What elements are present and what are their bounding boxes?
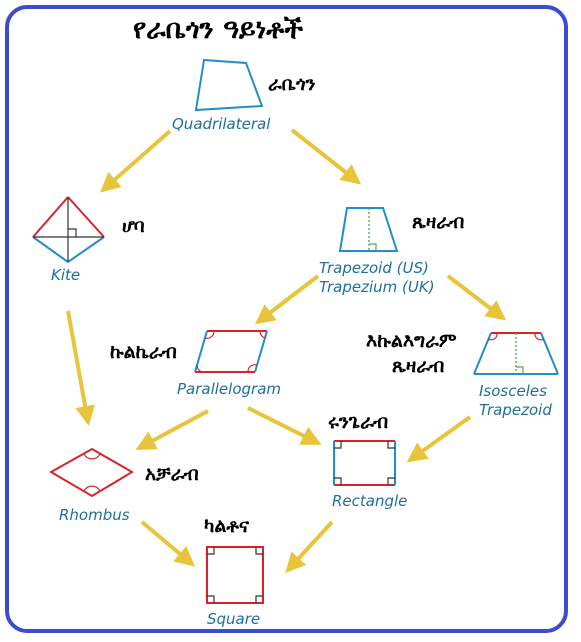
parallelogram-amharic-label: ኩልኬራብ [110, 341, 177, 363]
arrow-rhombus-to-square [140, 520, 196, 567]
rectangle-label: Rectangle [332, 492, 408, 510]
rhombus-amharic-label: አቻራብ [145, 463, 199, 485]
isosceles-label-2: Trapezoid [479, 401, 552, 419]
isosceles-trapezoid-shape [473, 332, 559, 375]
kite-label: Kite [51, 266, 81, 284]
rectangle-amharic-label: ሩንጌራብ [328, 411, 389, 433]
trapezoid-label-us: Trapezoid (US) [319, 259, 429, 277]
arrow-parallelogram-to-rhombus [135, 409, 209, 450]
arrow-rectangle-to-square [285, 520, 334, 573]
arrow-parallelogram-to-rectangle [247, 406, 322, 445]
rhombus-label: Rhombus [59, 506, 130, 524]
trapezoid-amharic-label: ጼዛራብ [412, 211, 465, 233]
trapezium-label-uk: Trapezium (UK) [319, 278, 435, 296]
parallelogram-label: Parallelogram [177, 380, 281, 398]
trapezoid-shape [338, 207, 399, 252]
diagram-frame [5, 5, 568, 633]
square-label: Square [207, 610, 261, 628]
arrow-isosceles-to-rectangle [406, 415, 472, 463]
arrow-trapezoid-to-isosceles [446, 274, 507, 321]
arrow-kite-to-rhombus [66, 310, 96, 426]
quadrilateral-shape [194, 58, 264, 112]
kite-amharic-label: ሆባ [122, 215, 145, 237]
rectangle-shape [333, 440, 396, 486]
kite-shape [32, 196, 105, 263]
isosceles-label-1: Isosceles [479, 382, 547, 400]
square-amharic-label: ካልቶና [204, 515, 249, 537]
square-shape [206, 546, 264, 604]
isosceles-amharic-label-2: ጼዛራብ [392, 355, 445, 377]
arrow-quadrilateral-to-trapezoid [290, 128, 362, 185]
page-title: የራቤጎን ዓይነቶች [133, 14, 304, 45]
hierarchy-arrows [66, 128, 507, 573]
quadrilateral-label: Quadrilateral [172, 115, 271, 133]
arrow-trapezoid-to-parallelogram [254, 274, 320, 325]
arrow-quadrilateral-to-kite [99, 129, 172, 193]
parallelogram-shape [194, 330, 268, 373]
quadrilateral-amharic-label: ራቤጎን [268, 73, 316, 95]
isosceles-amharic-label-1: እኩልእግራም [366, 330, 457, 352]
rhombus-shape [48, 447, 134, 498]
